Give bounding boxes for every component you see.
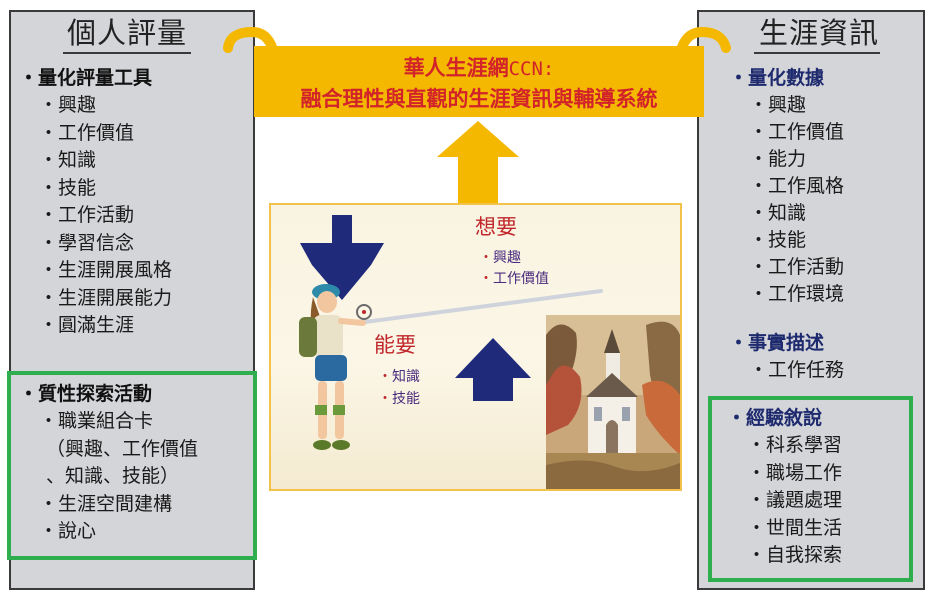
section-heading: ・量化數據 xyxy=(729,67,825,89)
list-item: ・工作價值 xyxy=(749,121,845,143)
list-item: ・知識 xyxy=(39,149,97,171)
list-item: ・職業組合卡 xyxy=(39,410,154,432)
want-item: ・興趣 xyxy=(479,250,521,266)
list-item: ・工作活動 xyxy=(39,204,135,226)
list-item: ・自我探索 xyxy=(747,544,843,566)
list-item: ・議題處理 xyxy=(747,489,843,511)
banner-title: 華人生涯網CCN: xyxy=(403,55,555,80)
list-item: ・世間生活 xyxy=(747,516,843,539)
list-item: ・知識 xyxy=(749,202,807,224)
list-item: ・工作環境 xyxy=(749,283,845,305)
section-heading: ・量化評量工具 xyxy=(19,67,153,89)
quantitative-data-list: ・量化數據 ・興趣 ・工作價值 ・能力 ・工作風格 ・知識 ・技能 ・工作活動 … xyxy=(729,65,844,308)
personal-assessment-panel: 個人評量 ・量化評量工具 ・興趣 ・工作價值 ・知識 ・技能 ・工作活動 ・學習… xyxy=(9,10,255,590)
gold-up-arrow xyxy=(437,121,519,203)
can-title: 能要 xyxy=(374,333,416,357)
list-item: ・科系學習 xyxy=(747,434,843,456)
list-item: ・生涯開展風格 xyxy=(39,259,173,281)
list-item: ・技能 xyxy=(39,176,97,199)
list-item: ・工作任務 xyxy=(749,359,845,381)
quantitative-tools-list: ・量化評量工具 ・興趣 ・工作價值 ・知識 ・技能 ・工作活動 ・學習信念 ・生… xyxy=(19,65,172,340)
list-item: ・技能 xyxy=(749,229,807,251)
list-item: ・圓滿生涯 xyxy=(39,314,135,336)
list-item: ・說心 xyxy=(39,520,97,542)
list-item: ・生涯空間建構 xyxy=(39,492,173,515)
banner-subtitle: 融合理性與直觀的生涯資訊與輔導系統 xyxy=(300,86,658,111)
list-item-continuation: （興趣、工作價值 xyxy=(46,437,199,460)
title-underline xyxy=(63,52,191,54)
want-item: ・工作價值 xyxy=(479,271,549,287)
navy-down-arrow xyxy=(300,215,384,300)
list-item: ・興趣 xyxy=(39,94,97,116)
narrative-box xyxy=(708,396,913,582)
church-painting xyxy=(546,315,680,489)
section-heading: ・經驗敘說 xyxy=(727,407,823,429)
want-can-illustration: 想要 ・興趣 ・工作價值 能要 ・知識 ・技能 xyxy=(269,203,682,491)
can-item: ・知識 xyxy=(378,369,420,385)
panel-title: 個人評量 xyxy=(67,16,188,50)
list-item: ・生涯開展能力 xyxy=(39,286,173,309)
hiker-figure xyxy=(299,284,372,450)
list-item-continuation: 、知識、技能） xyxy=(46,465,180,487)
career-information-panel: 生涯資訊 ・量化數據 ・興趣 ・工作價值 ・能力 ・工作風格 ・知識 ・技能 ・… xyxy=(697,10,925,590)
section-heading: ・事實描述 xyxy=(729,332,825,354)
list-item: ・興趣 xyxy=(749,94,807,116)
fact-description-list: ・事實描述 ・工作任務 xyxy=(729,330,844,385)
navy-up-arrow xyxy=(455,338,531,401)
can-item: ・技能 xyxy=(378,391,420,407)
list-item: ・能力 xyxy=(749,148,807,170)
list-item: ・工作活動 xyxy=(749,256,845,278)
ccn-banner: 華人生涯網CCN: 融合理性與直觀的生涯資訊與輔導系統 xyxy=(254,46,704,117)
scene-art-layer xyxy=(299,215,603,450)
list-item: ・職場工作 xyxy=(747,461,843,484)
experience-narrative-list: ・經驗敘說 ・科系學習 ・職場工作 ・議題處理 ・世間生活 ・自我探索 xyxy=(727,405,842,570)
want-title: 想要 xyxy=(475,215,517,239)
title-underline xyxy=(754,52,880,54)
panel-title: 生涯資訊 xyxy=(759,16,880,50)
pointing-rod xyxy=(355,289,603,325)
qualitative-box xyxy=(7,371,257,560)
list-item: ・工作價值 xyxy=(39,121,135,144)
section-heading: ・質性探索活動 xyxy=(19,383,153,405)
list-item: ・學習信念 xyxy=(39,231,135,254)
qualitative-activities-list: ・質性探索活動 ・職業組合卡 （興趣、工作價值 、知識、技能） ・生涯空間建構 … xyxy=(19,381,198,546)
list-item: ・工作風格 xyxy=(749,175,845,197)
